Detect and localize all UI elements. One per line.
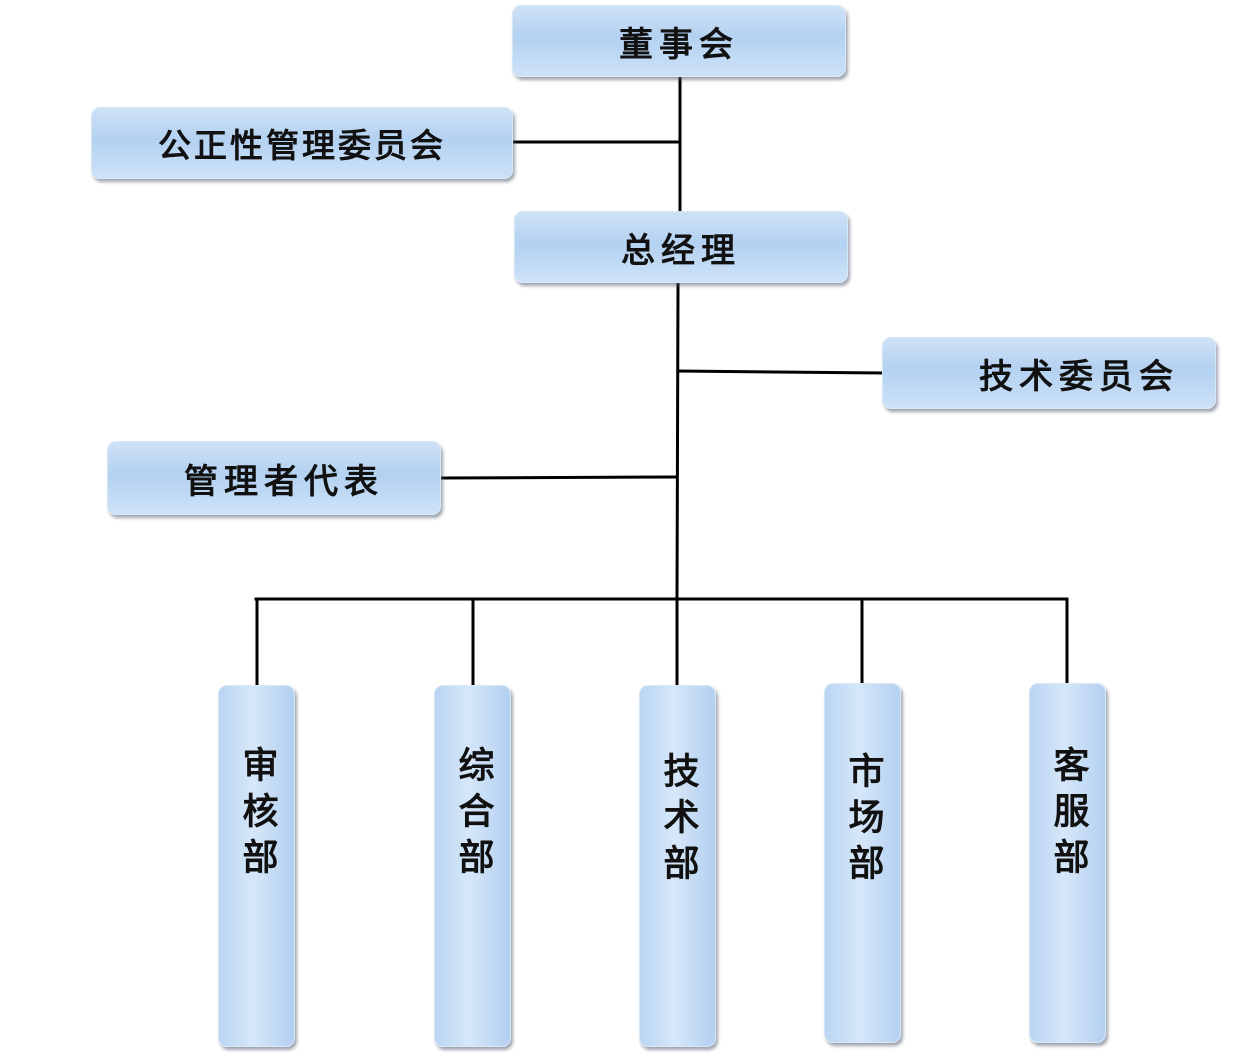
technical-committee-box: 技术委员会	[882, 337, 1216, 409]
fairness-committee-box: 公正性管理委员会	[91, 107, 513, 179]
department-general-box: 综合部	[434, 685, 511, 1047]
department-technical-label: 技术部	[657, 752, 699, 890]
technical-committee-label: 技术委员会	[979, 356, 1179, 397]
department-customer-service-label: 客服部	[1047, 746, 1089, 884]
department-general-label: 综合部	[452, 746, 494, 884]
department-audit-box: 审核部	[218, 685, 295, 1047]
department-audit-label: 审核部	[236, 746, 278, 884]
management-representative-box: 管理者代表	[107, 441, 441, 515]
board-box: 董事会	[512, 5, 846, 77]
department-market-label: 市场部	[842, 752, 884, 890]
general-manager-label: 总经理	[621, 230, 741, 271]
management-representative-label: 管理者代表	[184, 461, 384, 502]
connector-gm-trunk	[675, 282, 680, 600]
department-customer-service-box: 客服部	[1029, 683, 1106, 1043]
connector-tech-committee-branch	[676, 369, 884, 375]
department-technical-box: 技术部	[639, 685, 716, 1047]
general-manager-box: 总经理	[514, 211, 848, 283]
board-label: 董事会	[619, 24, 739, 65]
fairness-committee-label: 公正性管理委员会	[158, 126, 446, 165]
department-market-box: 市场部	[824, 683, 901, 1043]
connector-mgmt-rep-branch	[439, 475, 679, 480]
